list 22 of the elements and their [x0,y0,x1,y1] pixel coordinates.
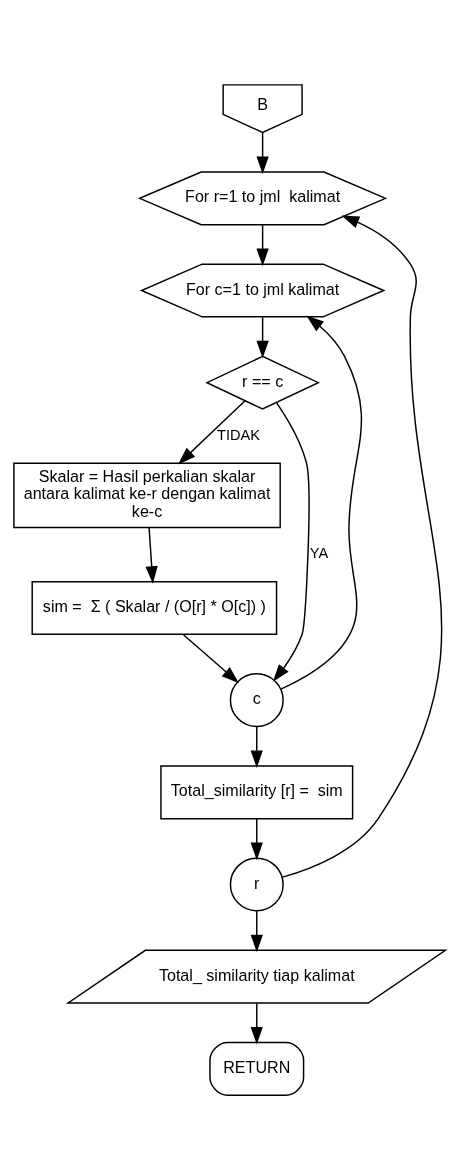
node-circle: c [229,673,284,728]
node-diamond: r == c [205,355,320,410]
arrow [250,910,263,953]
arrow [250,726,263,768]
arrow [256,224,269,267]
node-box: Total_similarity [r] = sim [160,765,354,820]
arrow [256,316,269,359]
arrow [250,1002,263,1045]
arrow [178,400,246,465]
edge-label: YA [309,545,329,562]
arrow [250,818,263,861]
arrow [256,132,269,174]
node-circle: r [229,857,284,912]
arrow [145,527,158,584]
node-box: RETURN [209,1041,305,1096]
node-box: Skalar = Hasil perkalian skalar antara kalimat ke-r dengan kalimat ke-c [13,462,281,529]
arrow [272,402,310,682]
arrow [280,315,363,690]
edge-label: TIDAK [216,426,260,443]
arrow [182,634,240,684]
node-box: sim = Σ ( Skalar / (O[r] * O[c]) ) [31,580,278,636]
arrow [281,215,443,878]
